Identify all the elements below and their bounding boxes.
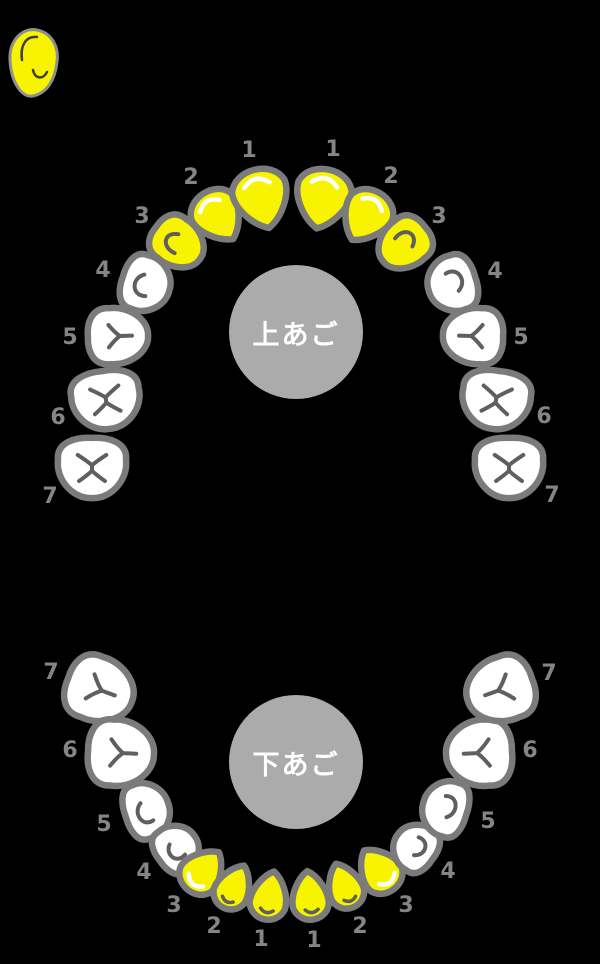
tooth-lower-right-1[interactable] [289,867,333,923]
tooth-upper-left-1[interactable] [228,163,296,235]
lower-jaw-circle: 下あご [229,695,363,829]
tooth-lower-left-6[interactable] [84,716,158,790]
lower-jaw-label: 下あご [252,749,340,781]
tooth-upper-right-3[interactable] [368,208,441,280]
tooth-number-upper-right-5: 5 [513,325,528,350]
upper-jaw-circle: 上あご [229,265,363,399]
tooth-number-lower-right-1: 1 [306,928,321,953]
tooth-number-lower-right-3: 3 [398,893,413,918]
tooth-number-upper-right-3: 3 [431,204,446,229]
tooth-lower-left-7[interactable] [57,648,143,732]
tooth-upper-right-2[interactable] [331,181,401,253]
tooth-lower-left-3[interactable] [172,839,234,902]
tooth-lower-left-2[interactable] [208,858,260,915]
tooth-number-upper-right-2: 2 [383,164,398,189]
tooth-lower-right-4[interactable] [384,815,447,879]
tooth-lower-left-5[interactable] [117,776,177,843]
tooth-lower-right-2[interactable] [320,857,369,913]
tooth-number-upper-right-6: 6 [536,404,551,429]
tooth-upper-left-5[interactable] [84,304,152,368]
tooth-upper-left-4[interactable] [114,250,177,318]
tooth-number-lower-left-5: 5 [96,812,111,837]
tooth-number-lower-left-2: 2 [206,914,221,939]
tooth-number-upper-left-6: 6 [50,405,65,430]
tooth-lower-right-3[interactable] [348,838,410,901]
tooth-number-upper-left-7: 7 [42,484,57,509]
tooth-number-upper-right-7: 7 [544,483,559,508]
tooth-lower-right-7[interactable] [457,648,543,731]
tooth-number-lower-right-2: 2 [352,914,367,939]
tooth-lower-right-5[interactable] [415,774,474,841]
tooth-number-lower-right-7: 7 [541,661,556,686]
tooth-lower-right-6[interactable] [442,716,516,790]
tooth-upper-left-7[interactable] [54,434,130,502]
tooth-upper-left-6[interactable] [67,366,144,433]
tooth-number-lower-left-6: 6 [62,738,77,763]
tooth-number-upper-left-4: 4 [95,258,110,283]
tooth-upper-right-5[interactable] [439,304,507,368]
tooth-number-upper-right-1: 1 [325,137,340,162]
tooth-icon [8,28,59,98]
tooth-number-upper-left-2: 2 [183,165,198,190]
tooth-number-lower-right-5: 5 [480,809,495,834]
tooth-number-lower-left-4: 4 [136,860,151,885]
tooth-number-lower-left-1: 1 [253,927,268,952]
tooth-number-upper-left-5: 5 [62,325,77,350]
tooth-number-lower-left-7: 7 [43,660,58,685]
tooth-number-lower-right-4: 4 [440,859,455,884]
upper-jaw-label: 上あご [252,319,340,351]
tooth-number-lower-left-3: 3 [166,893,181,918]
tooth-upper-right-6[interactable] [458,366,535,433]
tooth-number-upper-right-4: 4 [487,259,502,284]
tooth-upper-right-7[interactable] [471,434,547,502]
tooth-number-lower-right-6: 6 [522,738,537,763]
tooth-number-upper-left-3: 3 [134,204,149,229]
tooth-number-upper-left-1: 1 [241,138,256,163]
tooth-lower-left-1[interactable] [246,868,292,923]
tooth-upper-left-3[interactable] [142,207,215,278]
